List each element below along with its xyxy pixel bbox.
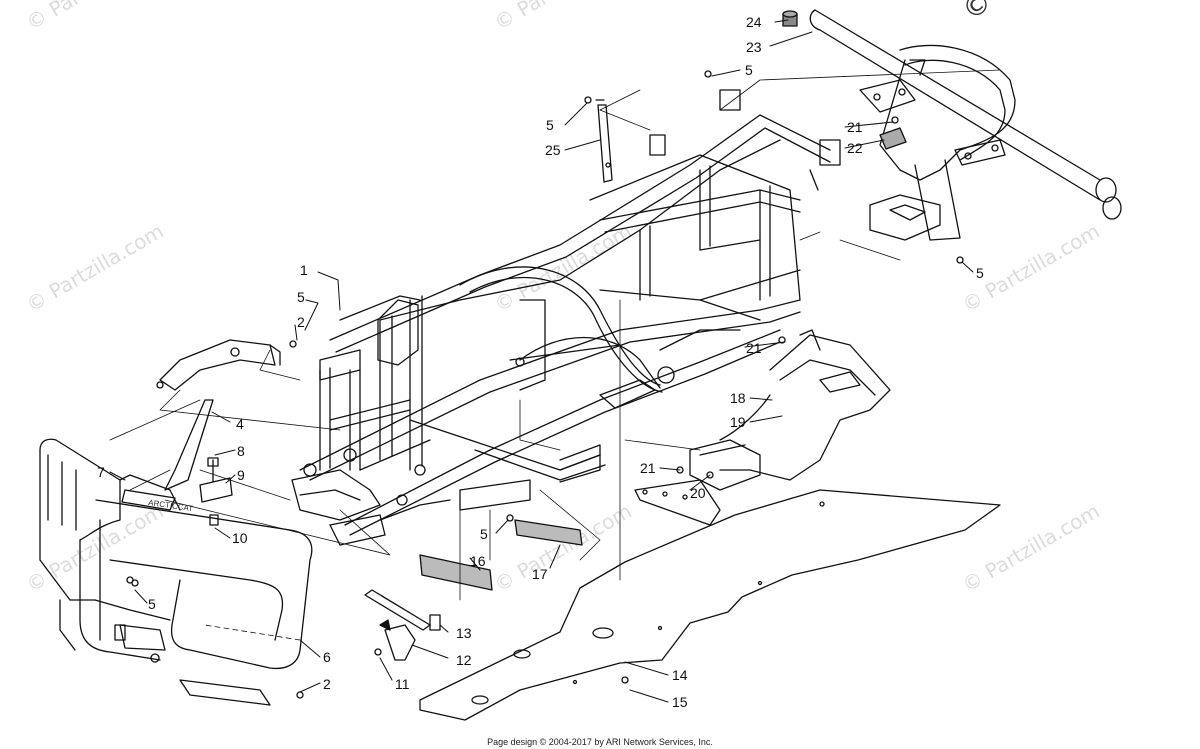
- callout-19: 19: [730, 414, 746, 430]
- callout-2: 2: [323, 676, 331, 692]
- nut: [891, 116, 899, 124]
- rack-end-cap: [782, 10, 798, 27]
- nut: [296, 691, 304, 699]
- callout-14: 14: [672, 667, 688, 683]
- callout-10: 10: [232, 530, 248, 546]
- callout-3: 5: [297, 289, 305, 305]
- main-frame: [291, 89, 841, 546]
- floor-skid: [419, 519, 583, 591]
- callout-11: 11: [395, 676, 410, 692]
- callout-1: 1: [300, 262, 308, 278]
- nut: [289, 340, 297, 348]
- bolt: [374, 648, 382, 656]
- rear-rack: [809, 9, 1122, 241]
- callout-17: 17: [532, 566, 548, 582]
- rack-strap: [595, 99, 613, 183]
- callout-13: 13: [456, 625, 472, 641]
- bolt: [126, 576, 134, 584]
- callout-24: 24: [746, 14, 762, 30]
- bolt: [704, 70, 712, 78]
- callout-20: 20: [690, 485, 706, 501]
- callout-6: 6: [323, 649, 331, 665]
- rack-pad: [879, 127, 907, 150]
- callout-5: 5: [745, 62, 753, 78]
- callout-5: 5: [148, 596, 156, 612]
- callout-23: 23: [746, 39, 762, 55]
- callout-21: 21: [746, 340, 762, 356]
- callout-18: 18: [730, 390, 746, 406]
- callout-7: 7: [97, 464, 105, 480]
- support-bracket: [364, 589, 441, 661]
- callout-numbers: 1 5 2 4 8 9 10 7 5 6 2 24 23 5 5 25 21 2…: [97, 14, 984, 710]
- callout-22: 22: [847, 140, 863, 156]
- bumper-clamp: [199, 457, 233, 526]
- callout-9: 9: [237, 467, 245, 483]
- nut: [621, 676, 629, 684]
- skid-plate: [419, 489, 1001, 721]
- callout-2: 2: [297, 314, 305, 330]
- right-footrest: [634, 329, 891, 526]
- callout-21: 21: [640, 460, 656, 476]
- front-brace: [164, 399, 214, 491]
- bolt: [506, 514, 514, 522]
- front-bumper: [39, 438, 313, 706]
- page-footer: Page design © 2004-2017 by ARI Network S…: [487, 737, 713, 747]
- callout-5: 5: [546, 117, 554, 133]
- callout-16: 16: [470, 553, 486, 569]
- callout-5: 5: [480, 526, 488, 542]
- callout-15: 15: [672, 694, 688, 710]
- callout-leaders: [109, 19, 974, 703]
- callout-4: 4: [236, 416, 244, 432]
- nut: [706, 471, 714, 479]
- callout-8: 8: [237, 443, 245, 459]
- callout-25: 25: [545, 142, 561, 158]
- guide-lines: [109, 69, 1001, 641]
- callout-12: 12: [456, 652, 472, 668]
- bolt: [956, 256, 964, 264]
- front-bracket: [156, 339, 281, 391]
- callout-5: 5: [976, 265, 984, 281]
- callout-21: 21: [847, 119, 863, 135]
- bolt: [584, 96, 592, 104]
- nut: [778, 336, 786, 344]
